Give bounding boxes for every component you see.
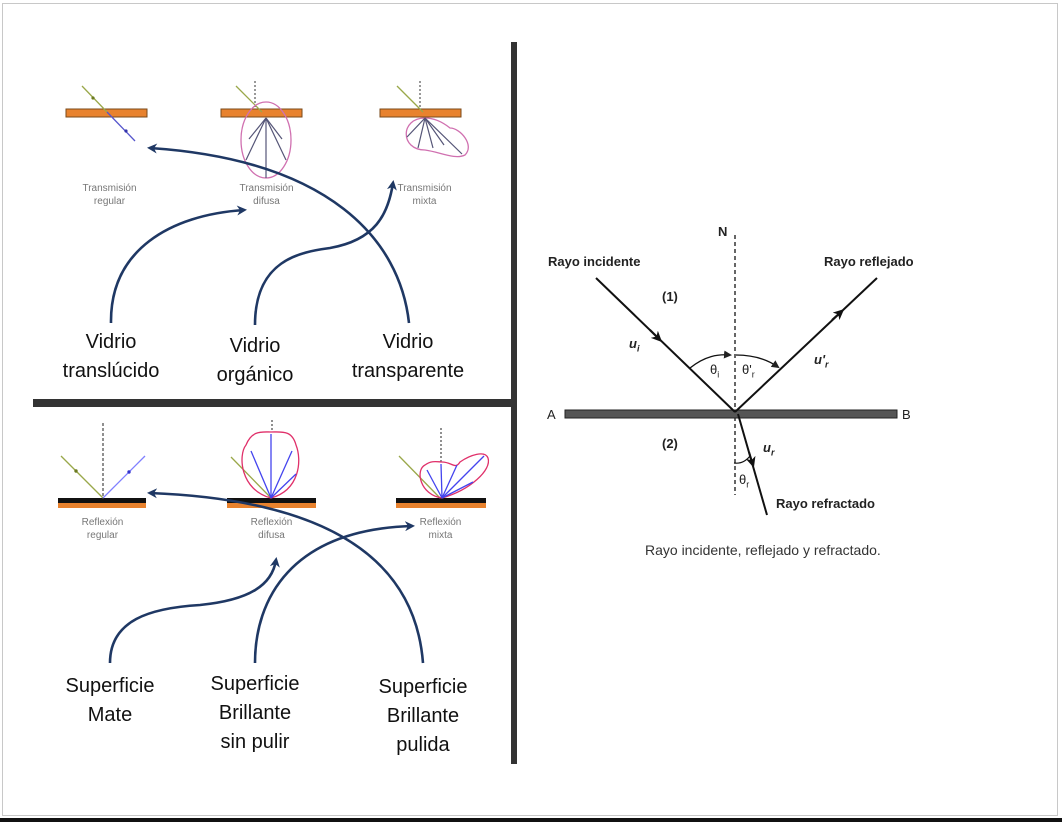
symbol: θ' [742, 362, 752, 377]
theta-r-prime-arc [735, 354, 780, 369]
symbol: u [763, 440, 771, 455]
label-line: difusa [258, 530, 285, 541]
label-line: difusa [253, 196, 280, 207]
label-line: Reflexión [250, 517, 293, 528]
caption-line: Superficie [210, 673, 300, 695]
caption-line: Brillante [386, 705, 460, 727]
arrow-polished-to-regular [147, 488, 425, 664]
theta-i-arc [689, 350, 732, 369]
transmission-diffuse-diagram [220, 81, 303, 179]
reflected-ray-label: Rayo reflejado [824, 254, 914, 269]
caption-line: Vidrio [85, 331, 137, 353]
point-a-label: A [547, 407, 556, 422]
symbol: θ [710, 362, 718, 377]
medium-1-label: (1) [662, 289, 678, 304]
subscript: i [636, 343, 640, 354]
point-b-label: B [902, 407, 911, 422]
reflection-diffuse-label: Reflexión difusa [224, 516, 319, 542]
arrow-transparent-to-regular [147, 143, 411, 324]
caption-line: Vidrio [229, 335, 281, 357]
transmission-mixed-label: Transmisión mixta [377, 182, 472, 208]
transmission-diffuse-label: Transmisión difusa [219, 182, 314, 208]
caption-line: Superficie [378, 676, 468, 698]
surface-glossy-polished: Superficie Brillante pulida [363, 673, 483, 760]
subscript: r [751, 369, 755, 380]
caption-line: Mate [87, 704, 133, 726]
symbol: u [629, 336, 637, 351]
u-r-label: ur [763, 440, 774, 458]
surface-matte: Superficie Mate [50, 672, 170, 730]
caption-line: translúcido [62, 360, 160, 382]
arrow-translucent-to-diffuse [109, 205, 247, 324]
medium-2-label: (2) [662, 436, 678, 451]
reflection-mixed-diagram [396, 428, 490, 508]
arrow-unpolished-to-mixed [253, 521, 415, 664]
subscript: r [770, 447, 775, 458]
material-organic-glass: Vidrio orgánico [195, 332, 315, 390]
theta-r-arc [733, 455, 751, 464]
reflected-ray [734, 277, 878, 413]
label-line: regular [86, 530, 119, 541]
vertical-divider [511, 42, 517, 764]
arrow-matte-to-diffuse [108, 557, 280, 664]
transmission-mixed-diagram [379, 81, 469, 158]
caption-line: pulida [396, 734, 450, 756]
arrow-organic-to-mixed [253, 180, 397, 326]
label-line: Reflexión [81, 517, 124, 528]
caption-line: Superficie [65, 675, 155, 697]
caption-line: Vidrio [382, 331, 434, 353]
label-line: Reflexión [419, 517, 462, 528]
reflection-diffuse-diagram [227, 420, 316, 508]
label-line: mixta [428, 530, 453, 541]
label-line: Transmisión [82, 183, 137, 194]
label-line: regular [93, 196, 126, 207]
optics-caption: Rayo incidente, reflejado y refractado. [645, 542, 881, 558]
symbol: u' [814, 352, 826, 367]
theta-r-prime-label: θ'r [742, 362, 755, 380]
caption-line: Brillante [218, 702, 292, 724]
reflection-regular-diagram [58, 423, 146, 508]
subscript: i [717, 369, 720, 380]
subscript: r [825, 359, 829, 370]
caption-line: transparente [351, 360, 465, 382]
surface-glossy-unpolished: Superficie Brillante sin pulir [195, 670, 315, 757]
subscript: r [746, 479, 750, 490]
label-line: Transmisión [239, 183, 294, 194]
material-transparent-glass: Vidrio transparente [338, 328, 478, 386]
reflection-mixed-label: Reflexión mixta [393, 516, 488, 542]
bottom-border [0, 818, 1062, 822]
label-line: mixta [412, 196, 437, 207]
u-r-prime-label: u'r [814, 352, 829, 370]
normal-label: N [718, 224, 728, 239]
interface-surface [564, 409, 898, 419]
symbol: θ [739, 472, 747, 487]
caption-line: orgánico [216, 364, 294, 386]
horizontal-divider [33, 399, 513, 407]
transmission-regular-diagram [65, 85, 148, 142]
theta-r-label: θr [739, 472, 749, 490]
label-line: Transmisión [397, 183, 452, 194]
incident-ray [595, 277, 736, 413]
material-translucent-glass: Vidrio translúcido [51, 328, 171, 386]
caption-line: sin pulir [220, 731, 290, 753]
incident-ray-label: Rayo incidente [548, 254, 641, 269]
transmission-regular-label: Transmisión regular [62, 182, 157, 208]
refracted-ray-label: Rayo refractado [776, 496, 875, 511]
optics-diagram [564, 235, 898, 516]
reflection-regular-label: Reflexión regular [55, 516, 150, 542]
theta-i-label: θi [710, 362, 719, 380]
u-i-label: ui [629, 336, 639, 354]
